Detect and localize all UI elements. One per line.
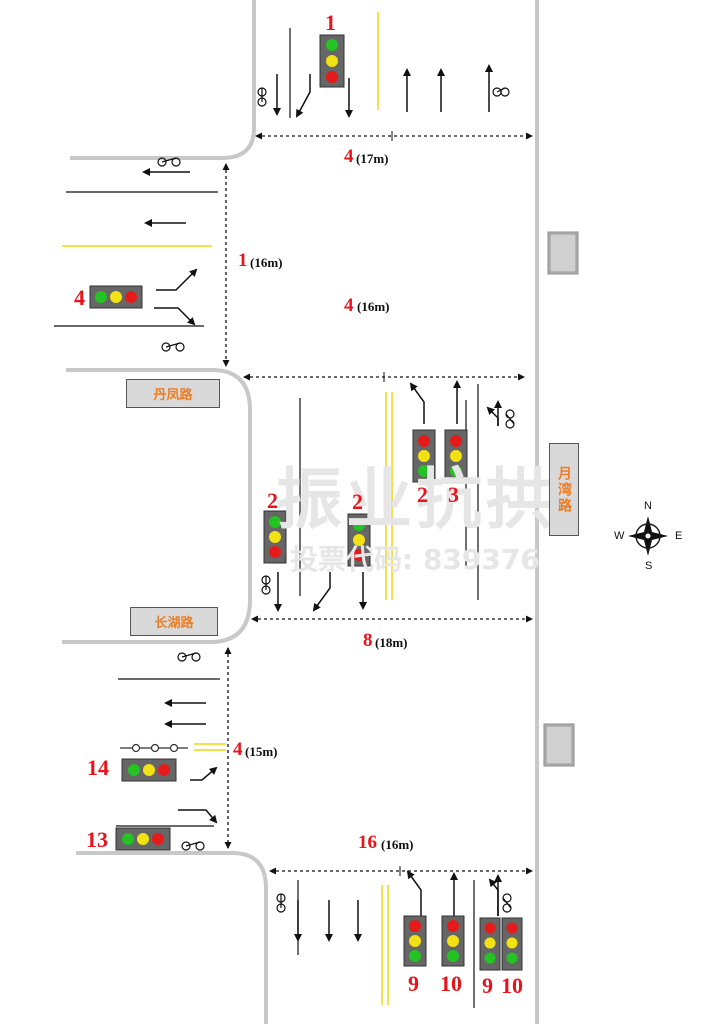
signal-cabinet	[543, 723, 575, 767]
road-name-yuewan: 月湾路	[549, 443, 579, 536]
crosswalk-south-number: 16	[358, 832, 377, 853]
lane-lines-west-upper	[54, 191, 479, 1008]
signal-number-14: 14	[87, 755, 109, 780]
crosswalk-west-upper-distance: (16m)	[250, 255, 283, 270]
crosswalk-south-distance: (16m)	[381, 837, 414, 852]
road-name-danfeng: 丹凤路	[126, 379, 220, 408]
compass-south-label: S	[645, 560, 653, 572]
lane-arrows	[142, 64, 502, 942]
crosswalk-west-upper-number: 1	[238, 250, 248, 271]
traffic-light-9-left	[403, 915, 427, 967]
bicycle-icon	[505, 409, 515, 429]
bicycle-icon	[157, 157, 181, 167]
crosswalk-north-distance: (17m)	[356, 151, 389, 166]
traffic-light-2-south	[347, 513, 371, 567]
traffic-light-14	[121, 758, 177, 782]
watermark-sub: 投票代码: 839376	[290, 543, 540, 576]
compass-east-label: E	[675, 530, 683, 542]
signal-number-13: 13	[86, 827, 108, 852]
traffic-light-13	[115, 827, 171, 851]
bicycle-icon	[261, 575, 271, 595]
dimension-ticks	[383, 131, 401, 876]
crosswalk-middle-distance: (16m)	[357, 299, 390, 314]
bicycle-icon	[161, 342, 185, 352]
compass-west-label: W	[614, 530, 625, 542]
bicycle-icon	[492, 87, 510, 97]
signal-number-2-right: 2	[352, 489, 363, 514]
traffic-light-10-through	[441, 915, 465, 967]
traffic-light-2-north-left	[412, 429, 436, 483]
bicycle-icon	[177, 652, 201, 662]
yellow-lines	[62, 12, 393, 1005]
signal-number-10-a: 10	[440, 971, 462, 996]
crosswalk-north-number: 4	[344, 146, 354, 167]
traffic-light-1	[319, 34, 345, 88]
signal-number-9-a: 9	[408, 971, 419, 996]
bicycle-icon	[502, 893, 512, 913]
signal-cabinet	[547, 231, 579, 275]
road-name-changhu: 长湖路	[130, 607, 218, 636]
crosswalk-west-lower-number: 4	[233, 739, 243, 760]
compass-north-label: N	[644, 500, 652, 512]
signal-number-3-north: 3	[448, 482, 459, 507]
crosswalk-middle-number: 4	[344, 295, 354, 316]
crosswalk-west-lower-distance: (15m)	[245, 744, 278, 759]
compass-icon	[628, 516, 668, 556]
traffic-light-4-west	[89, 285, 143, 309]
signal-number-10-b: 10	[501, 973, 523, 998]
signal-number-9-b: 9	[482, 973, 493, 998]
traffic-light-2-south-left	[263, 510, 287, 564]
signal-number-2-north: 2	[417, 482, 428, 507]
signal-number-1: 1	[325, 10, 336, 35]
crosswalk-south-mid-distance: (18m)	[375, 635, 408, 650]
bicycle-icon	[181, 841, 205, 851]
signal-number-2-left: 2	[267, 488, 278, 513]
signal-number-4-west: 4	[74, 285, 85, 310]
road-edges	[62, 0, 539, 1024]
bicycle-icon	[276, 893, 286, 913]
pedestrian-signal-pole	[120, 743, 188, 753]
traffic-light-9-right	[479, 917, 501, 971]
watermark-main: 振业抗拱	[276, 461, 556, 538]
bicycle-icon	[257, 87, 267, 107]
traffic-light-3-north	[444, 429, 468, 483]
traffic-light-10-right	[501, 917, 523, 971]
crosswalk-south-mid-number: 8	[363, 630, 373, 651]
